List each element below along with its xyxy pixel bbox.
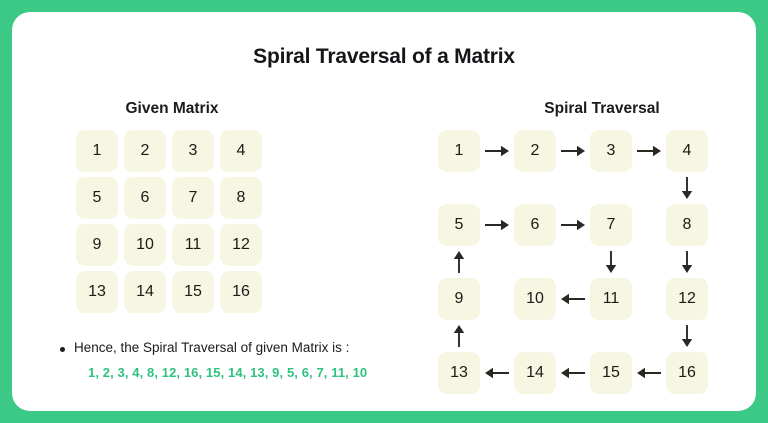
matrix-cell: 15 bbox=[172, 271, 214, 313]
matrix-cell: 1 bbox=[76, 130, 118, 172]
spiral-node: 4 bbox=[666, 130, 708, 172]
spiral-node: 11 bbox=[590, 278, 632, 320]
spiral-node: 7 bbox=[590, 204, 632, 246]
matrix-cell: 10 bbox=[124, 224, 166, 266]
spiral-node: 13 bbox=[438, 352, 480, 394]
matrix-cell: 11 bbox=[172, 224, 214, 266]
spiral-traversal-heading: Spiral Traversal bbox=[544, 100, 660, 117]
arrow-right-icon bbox=[561, 143, 585, 159]
arrow-left-icon bbox=[637, 365, 661, 381]
spiral-node: 15 bbox=[590, 352, 632, 394]
spiral-node: 8 bbox=[666, 204, 708, 246]
matrix-cell: 7 bbox=[172, 177, 214, 219]
matrix-cell: 2 bbox=[124, 130, 166, 172]
spiral-node: 9 bbox=[438, 278, 480, 320]
arrow-right-icon bbox=[561, 217, 585, 233]
arrow-down-icon bbox=[679, 177, 695, 199]
arrow-down-icon bbox=[679, 251, 695, 273]
note-text: Hence, the Spiral Traversal of given Mat… bbox=[74, 340, 350, 355]
matrix-cell: 5 bbox=[76, 177, 118, 219]
note-block: Hence, the Spiral Traversal of given Mat… bbox=[60, 340, 460, 380]
arrow-right-icon bbox=[485, 217, 509, 233]
note-row: Hence, the Spiral Traversal of given Mat… bbox=[60, 340, 460, 355]
spiral-node: 3 bbox=[590, 130, 632, 172]
matrix-cell: 14 bbox=[124, 271, 166, 313]
given-matrix-heading: Given Matrix bbox=[125, 100, 219, 117]
content-card: Spiral Traversal of a Matrix Given Matri… bbox=[12, 12, 756, 411]
spiral-node: 10 bbox=[514, 278, 556, 320]
matrix-cell: 3 bbox=[172, 130, 214, 172]
spiral-node: 6 bbox=[514, 204, 556, 246]
matrix-cell: 16 bbox=[220, 271, 262, 313]
spiral-node: 1 bbox=[438, 130, 480, 172]
spiral-node: 16 bbox=[666, 352, 708, 394]
spiral-node: 5 bbox=[438, 204, 480, 246]
bullet-icon bbox=[60, 347, 65, 352]
matrix-cell: 4 bbox=[220, 130, 262, 172]
arrow-down-icon bbox=[603, 251, 619, 273]
arrow-up-icon bbox=[451, 251, 467, 273]
matrix-cell: 13 bbox=[76, 271, 118, 313]
spiral-node: 2 bbox=[514, 130, 556, 172]
arrow-left-icon bbox=[561, 365, 585, 381]
spiral-node: 14 bbox=[514, 352, 556, 394]
arrow-right-icon bbox=[485, 143, 509, 159]
matrix-cell: 12 bbox=[220, 224, 262, 266]
spiral-node: 12 bbox=[666, 278, 708, 320]
matrix-cell: 8 bbox=[220, 177, 262, 219]
arrow-up-icon bbox=[451, 325, 467, 347]
matrix-cell: 6 bbox=[124, 177, 166, 219]
page-title: Spiral Traversal of a Matrix bbox=[253, 45, 515, 68]
arrow-right-icon bbox=[637, 143, 661, 159]
matrix-cell: 9 bbox=[76, 224, 118, 266]
arrow-left-icon bbox=[485, 365, 509, 381]
arrow-left-icon bbox=[561, 291, 585, 307]
arrow-down-icon bbox=[679, 325, 695, 347]
result-sequence: 1, 2, 3, 4, 8, 12, 16, 15, 14, 13, 9, 5,… bbox=[88, 365, 368, 380]
